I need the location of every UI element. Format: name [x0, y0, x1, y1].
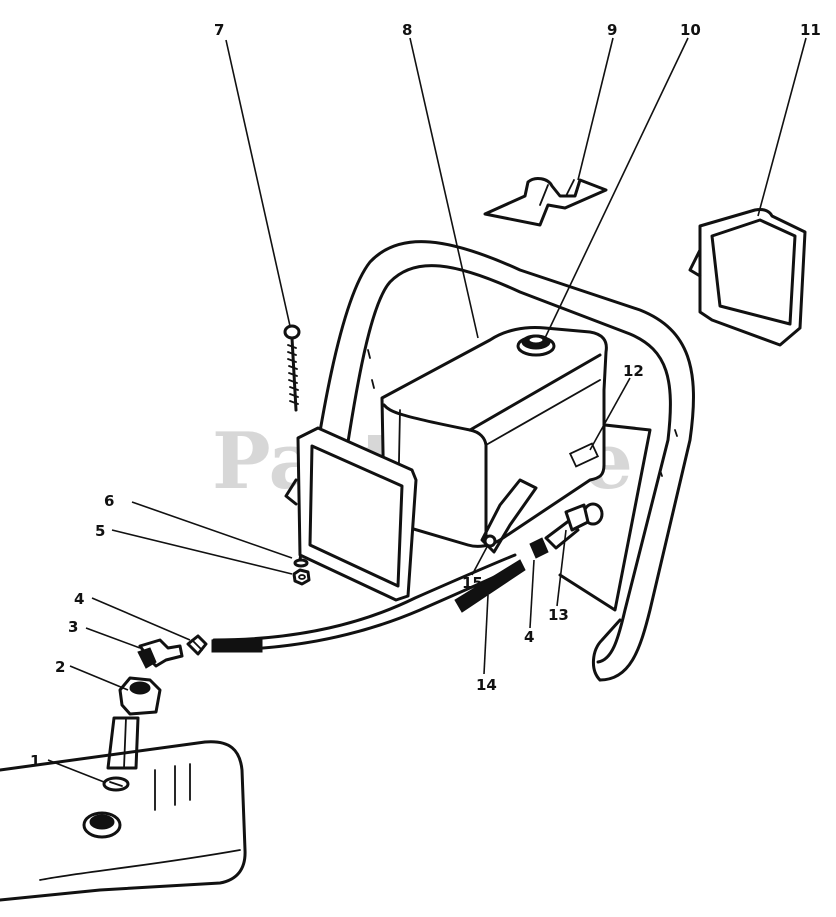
label-14: 14 [476, 676, 497, 694]
clip [483, 177, 608, 227]
clamp-left [186, 634, 208, 656]
strap-right [688, 208, 807, 347]
label-15: 15 [462, 574, 483, 592]
fuel-line [211, 553, 526, 653]
gasket [102, 776, 130, 792]
clamp-right [529, 537, 549, 559]
label-4a: 4 [74, 590, 84, 608]
label-7: 7 [214, 21, 224, 39]
label-8: 8 [402, 21, 412, 39]
label-1: 1 [30, 752, 40, 770]
label-10: 10 [680, 21, 701, 39]
washer-nut [292, 558, 311, 586]
strap-left [284, 426, 418, 602]
label-5: 5 [95, 522, 105, 540]
label-11: 11 [800, 21, 821, 39]
bolt [283, 324, 301, 412]
handle-frame [298, 240, 695, 682]
label-6: 6 [104, 492, 114, 510]
engine-housing [0, 740, 247, 902]
shutoff-valve [544, 502, 604, 550]
callout-labels: 1 2 3 4 4 5 6 7 8 9 10 11 12 13 14 15 [30, 21, 821, 770]
leader-lines [47, 37, 807, 783]
elbow-fitting [137, 638, 184, 669]
label-13: 13 [548, 606, 569, 624]
label-9: 9 [607, 21, 617, 39]
label-12: 12 [623, 362, 644, 380]
label-4b: 4 [524, 628, 534, 646]
fuel-cap [516, 334, 556, 357]
label-3: 3 [68, 618, 78, 636]
label-2: 2 [55, 658, 65, 676]
